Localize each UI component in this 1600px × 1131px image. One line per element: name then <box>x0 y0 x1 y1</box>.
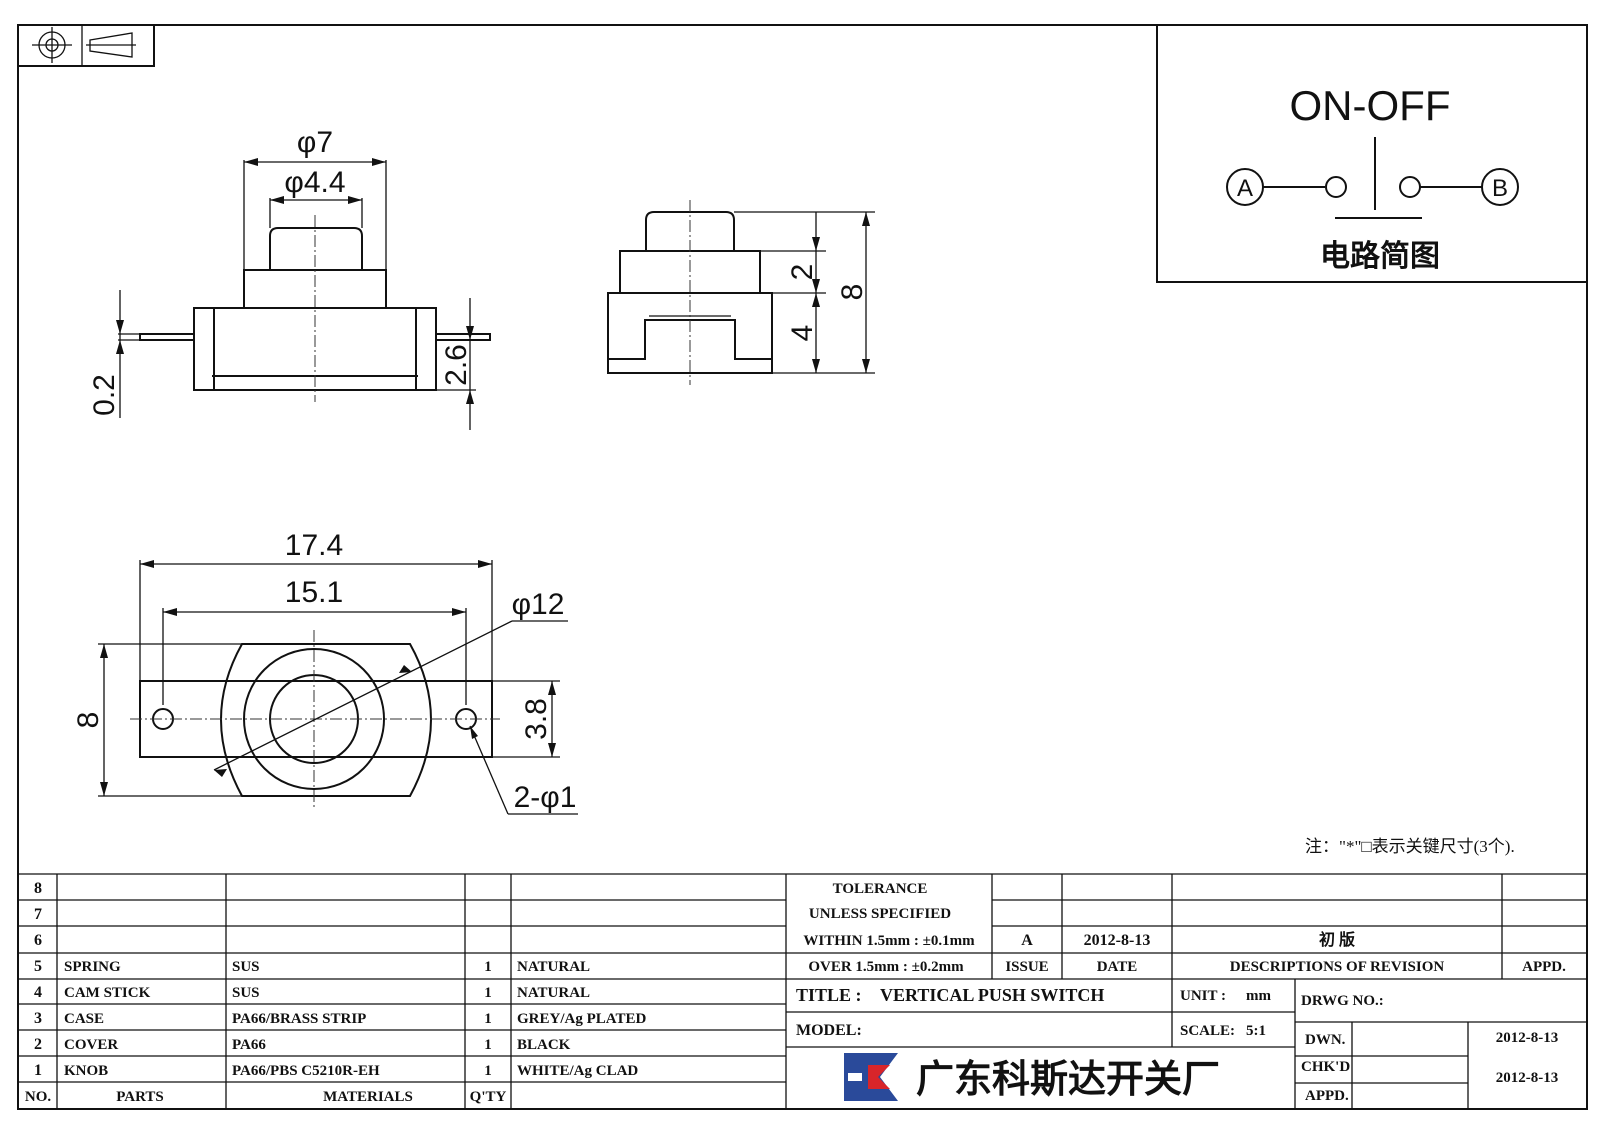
circuit-diagram: ON-OFF A B 电路简图 <box>1156 24 1588 283</box>
svg-text:COVER: COVER <box>64 1037 118 1053</box>
revision-issue: A <box>1021 932 1033 949</box>
title-block-grid <box>18 873 1587 1109</box>
svg-text:Q'TY: Q'TY <box>470 1089 507 1105</box>
company-name: 广东科斯达开关厂 <box>916 1059 1220 1101</box>
svg-text:3: 3 <box>34 1010 42 1027</box>
revision-date: 2012-8-13 <box>1084 932 1151 949</box>
svg-text:PA66/PBS C5210R-EH: PA66/PBS C5210R-EH <box>232 1063 380 1079</box>
svg-text:ISSUE: ISSUE <box>1005 959 1048 975</box>
title-label: TITLE : <box>796 985 862 1005</box>
row-number: 8 <box>34 880 42 897</box>
svg-text:SUS: SUS <box>232 985 260 1001</box>
dim-phi12: φ12 <box>512 588 565 621</box>
revision-description: 初 版 <box>1319 930 1355 949</box>
dim-15-1: 15.1 <box>285 576 343 609</box>
svg-text:BLACK: BLACK <box>517 1037 571 1053</box>
side-view: 2 4 8 <box>607 200 875 385</box>
svg-text:DATE: DATE <box>1097 959 1138 975</box>
row-number: 7 <box>34 906 42 923</box>
row-number: 6 <box>34 932 42 949</box>
svg-text:4: 4 <box>34 984 42 1001</box>
parts-row: 4 CAM STICK SUS 1 NATURAL <box>34 984 590 1001</box>
top-view: 17.4 15.1 φ12 8 3.8 2-φ1 <box>72 529 578 815</box>
front-view: φ7 φ4.4 0.2 2.6 <box>88 126 491 430</box>
scale-value: 5:1 <box>1246 1023 1266 1039</box>
svg-text:PA66: PA66 <box>232 1037 266 1053</box>
svg-text:1: 1 <box>484 1063 492 1079</box>
dim-0-2: 0.2 <box>88 374 121 416</box>
parts-row: 5 SPRING SUS 1 NATURAL <box>34 958 590 975</box>
drawing-note: 注："*"□表示关键尺寸(3个). <box>1305 837 1515 856</box>
revision-block: A 2012-8-13 初 版 ISSUE DATE DESCRIPTIONS … <box>1005 930 1566 975</box>
svg-text:SPRING: SPRING <box>64 959 121 975</box>
svg-text:SUS: SUS <box>232 959 260 975</box>
parts-row: 1 KNOB PA66/PBS C5210R-EH 1 WHITE/Ag CLA… <box>34 1062 638 1079</box>
svg-text:NATURAL: NATURAL <box>517 985 590 1001</box>
svg-text:TOLERANCE: TOLERANCE <box>833 881 928 897</box>
svg-text:1: 1 <box>484 1011 492 1027</box>
svg-text:PARTS: PARTS <box>116 1089 164 1105</box>
svg-text:2: 2 <box>34 1036 42 1053</box>
parts-row: 2 COVER PA66 1 BLACK <box>34 1036 571 1053</box>
svg-text:WITHIN 1.5mm : ±0.1mm: WITHIN 1.5mm : ±0.1mm <box>803 933 975 949</box>
svg-text:APPD.: APPD. <box>1305 1088 1349 1104</box>
svg-text:OVER 1.5mm : ±0.2mm: OVER 1.5mm : ±0.2mm <box>808 959 964 975</box>
terminal-a-label: A <box>1237 175 1253 202</box>
dim-4: 4 <box>786 325 819 342</box>
svg-text:CHK'D: CHK'D <box>1301 1059 1350 1075</box>
svg-text:DRWG NO.:: DRWG NO.: <box>1301 993 1384 1009</box>
svg-text:1: 1 <box>484 959 492 975</box>
svg-text:MATERIALS: MATERIALS <box>323 1089 413 1105</box>
drawing-title: VERTICAL PUSH SWITCH <box>880 985 1104 1005</box>
svg-text:1: 1 <box>484 985 492 1001</box>
svg-text:NO.: NO. <box>25 1089 52 1105</box>
company-logo-icon <box>844 1053 898 1101</box>
svg-text:DESCRIPTIONS OF REVISION: DESCRIPTIONS OF REVISION <box>1230 959 1445 975</box>
projection-symbol-icon <box>17 24 155 67</box>
svg-text:WHITE/Ag CLAD: WHITE/Ag CLAD <box>517 1063 638 1079</box>
model-label: MODEL: <box>796 1022 862 1039</box>
unit-value: mm <box>1246 988 1271 1004</box>
svg-text:UNIT :: UNIT : <box>1180 988 1226 1004</box>
dim-2: 2 <box>786 264 819 281</box>
svg-text:GREY/Ag PLATED: GREY/Ag PLATED <box>517 1011 646 1027</box>
svg-text:1: 1 <box>34 1062 42 1079</box>
svg-text:KNOB: KNOB <box>64 1063 108 1079</box>
parts-row: 3 CASE PA66/BRASS STRIP 1 GREY/Ag PLATED <box>34 1010 646 1027</box>
tolerance-note: TOLERANCE UNLESS SPECIFIED WITHIN 1.5mm … <box>803 881 975 975</box>
svg-text:1: 1 <box>484 1037 492 1053</box>
dim-17-4: 17.4 <box>285 529 343 562</box>
dim-phi44: φ4.4 <box>284 166 345 199</box>
circuit-caption: 电路简图 <box>1320 239 1440 273</box>
dwn-date: 2012-8-13 <box>1496 1030 1559 1046</box>
dim-8-top: 8 <box>72 712 105 729</box>
circuit-title: ON-OFF <box>1290 82 1451 129</box>
svg-text:DWN.: DWN. <box>1305 1032 1346 1048</box>
sheet-border <box>17 24 1588 1110</box>
svg-text:CASE: CASE <box>64 1011 104 1027</box>
svg-text:5: 5 <box>34 958 42 975</box>
svg-text:SCALE:: SCALE: <box>1180 1023 1235 1039</box>
dim-phi7: φ7 <box>297 126 333 159</box>
dim-2-6: 2.6 <box>440 344 473 386</box>
title-block: TITLE : VERTICAL PUSH SWITCH UNIT : mm D… <box>796 985 1558 1104</box>
dim-8-side: 8 <box>836 284 869 301</box>
parts-header: NO. PARTS MATERIALS Q'TY <box>25 1089 507 1105</box>
svg-text:UNLESS SPECIFIED: UNLESS SPECIFIED <box>809 906 951 922</box>
svg-text:CAM STICK: CAM STICK <box>64 985 151 1001</box>
terminal-b-label: B <box>1492 175 1508 202</box>
chkd-date: 2012-8-13 <box>1496 1070 1559 1086</box>
dim-2-phi1: 2-φ1 <box>514 781 577 814</box>
svg-text:PA66/BRASS STRIP: PA66/BRASS STRIP <box>232 1011 366 1027</box>
svg-text:APPD.: APPD. <box>1522 959 1566 975</box>
dim-3-8: 3.8 <box>520 698 553 740</box>
svg-text:NATURAL: NATURAL <box>517 959 590 975</box>
